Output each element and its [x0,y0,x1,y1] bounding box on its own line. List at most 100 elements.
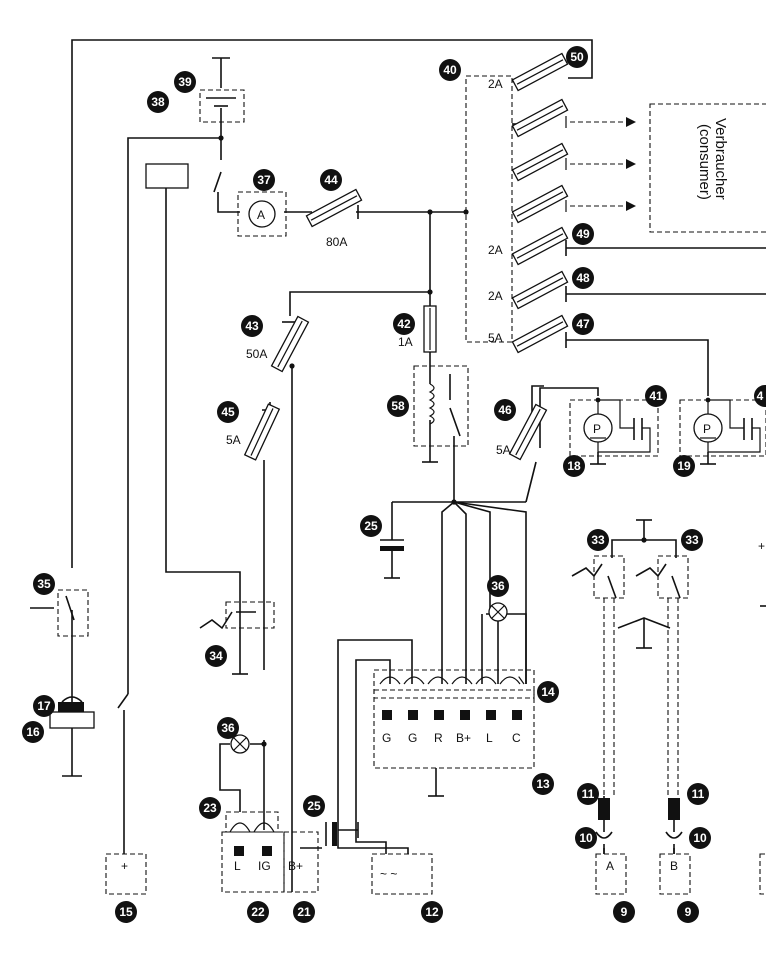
callout-21: 21 [293,901,315,923]
callout-25b: 25 [303,795,325,817]
svg-text:42: 42 [397,317,411,331]
callout-14: 14 [537,681,559,703]
svg-text:34: 34 [209,649,223,663]
callout-41: 41 [645,385,667,407]
callout-9b: 9 [677,901,699,923]
svg-text:43: 43 [245,319,259,333]
callout-15: 15 [115,901,137,923]
terminal21-bplus: B+ [288,859,303,873]
pump-4x-letter: P [703,422,711,436]
fuse-50 [511,52,569,92]
svg-text:16: 16 [26,725,40,739]
callout-25a: 25 [360,515,382,537]
callout-47: 47 [572,313,594,335]
callout-45: 45 [217,401,239,423]
fuse-49 [511,226,569,266]
consumer-label-1: Verbraucher [712,118,729,200]
callout-19: 19 [673,455,695,477]
callout-37: 37 [253,169,275,191]
fuse-42 [423,305,437,353]
callout-9a: 9 [613,901,635,923]
callout-40: 40 [439,59,461,81]
callout-39: 39 [174,71,196,93]
svg-text:15: 15 [119,905,133,919]
fuse-top-3 [511,184,569,224]
callout-11a: 11 [577,783,599,805]
svg-text:10: 10 [579,831,593,845]
svg-text:11: 11 [582,787,595,801]
svg-text:10: 10 [693,831,707,845]
fuse-43 [270,315,310,373]
callout-33b: 33 [681,529,703,551]
callout-50: 50 [566,46,588,68]
fuse-48 [511,270,569,310]
reg-terminal-bplus: B+ [456,731,471,745]
sensor-a-label: A [606,859,614,873]
fuse-49-rating: 2A [488,243,503,257]
svg-text:41: 41 [649,389,663,403]
callout-10b: 10 [689,827,711,849]
svg-text:47: 47 [576,317,590,331]
callout-10a: 10 [575,827,597,849]
consumer-label-2: (consumer) [696,124,713,200]
callout-44: 44 [320,169,342,191]
callout-12: 12 [421,901,443,923]
callout-13: 13 [532,773,554,795]
callout-38: 38 [147,91,169,113]
svg-text:9: 9 [685,905,692,919]
svg-text:21: 21 [297,905,311,919]
callout-58: 58 [387,395,409,417]
components [49,97,761,856]
svg-text:36: 36 [491,579,505,593]
fuse-47 [511,314,569,354]
fuse-43-rating: 50A [246,347,267,361]
consumer-arrows [565,116,636,212]
wires [30,39,766,892]
connector22-ig: IG [258,859,271,873]
fuse-group [243,52,569,461]
callout-33a: 33 [587,529,609,551]
fuse-top-2 [511,142,569,182]
callouts: 50 40 39 38 37 44 49 48 47 43 42 58 41 4… [22,46,766,923]
pump-41-letter: P [593,422,601,436]
callout-36b: 36 [217,717,239,739]
callout-22: 22 [247,901,269,923]
svg-text:40: 40 [443,63,457,77]
fuse-46 [508,403,548,461]
svg-text:11: 11 [692,787,705,801]
svg-text:48: 48 [576,271,590,285]
svg-text:23: 23 [203,801,217,815]
alternator-symbol: ~ ~ [380,867,397,881]
svg-text:25: 25 [364,519,378,533]
svg-text:12: 12 [425,905,439,919]
text-labels: Verbraucher (consumer) 2A 2A 2A 5A 80A 5… [121,77,765,881]
svg-text:50: 50 [570,50,584,64]
svg-text:13: 13 [536,777,550,791]
fuse-44 [305,188,363,228]
svg-text:45: 45 [221,405,235,419]
svg-text:38: 38 [151,95,165,109]
svg-text:37: 37 [257,173,271,187]
callout-11b: 11 [687,783,709,805]
fuse-top-1 [511,98,569,138]
svg-text:44: 44 [324,173,338,187]
reg-terminal-l: L [486,731,493,745]
svg-text:33: 33 [685,533,699,547]
callout-36a: 36 [487,575,509,597]
reg-terminal-g2: G [408,731,417,745]
svg-text:49: 49 [576,227,590,241]
svg-text:39: 39 [178,75,192,89]
battery-plus-sign: + [121,859,128,873]
edge-plus-sign: + [758,539,765,553]
dashed-outlines [57,75,766,895]
fuse-44-rating: 80A [326,235,347,249]
svg-text:46: 46 [498,403,512,417]
fuse-45-rating: 5A [226,433,241,447]
fuse-47-rating: 5A [488,331,503,345]
callout-46: 46 [494,399,516,421]
callout-34: 34 [205,645,227,667]
reg-terminal-r: R [434,731,443,745]
sensor-b-label: B [670,859,678,873]
callout-23: 23 [199,797,221,819]
svg-text:14: 14 [541,685,555,699]
